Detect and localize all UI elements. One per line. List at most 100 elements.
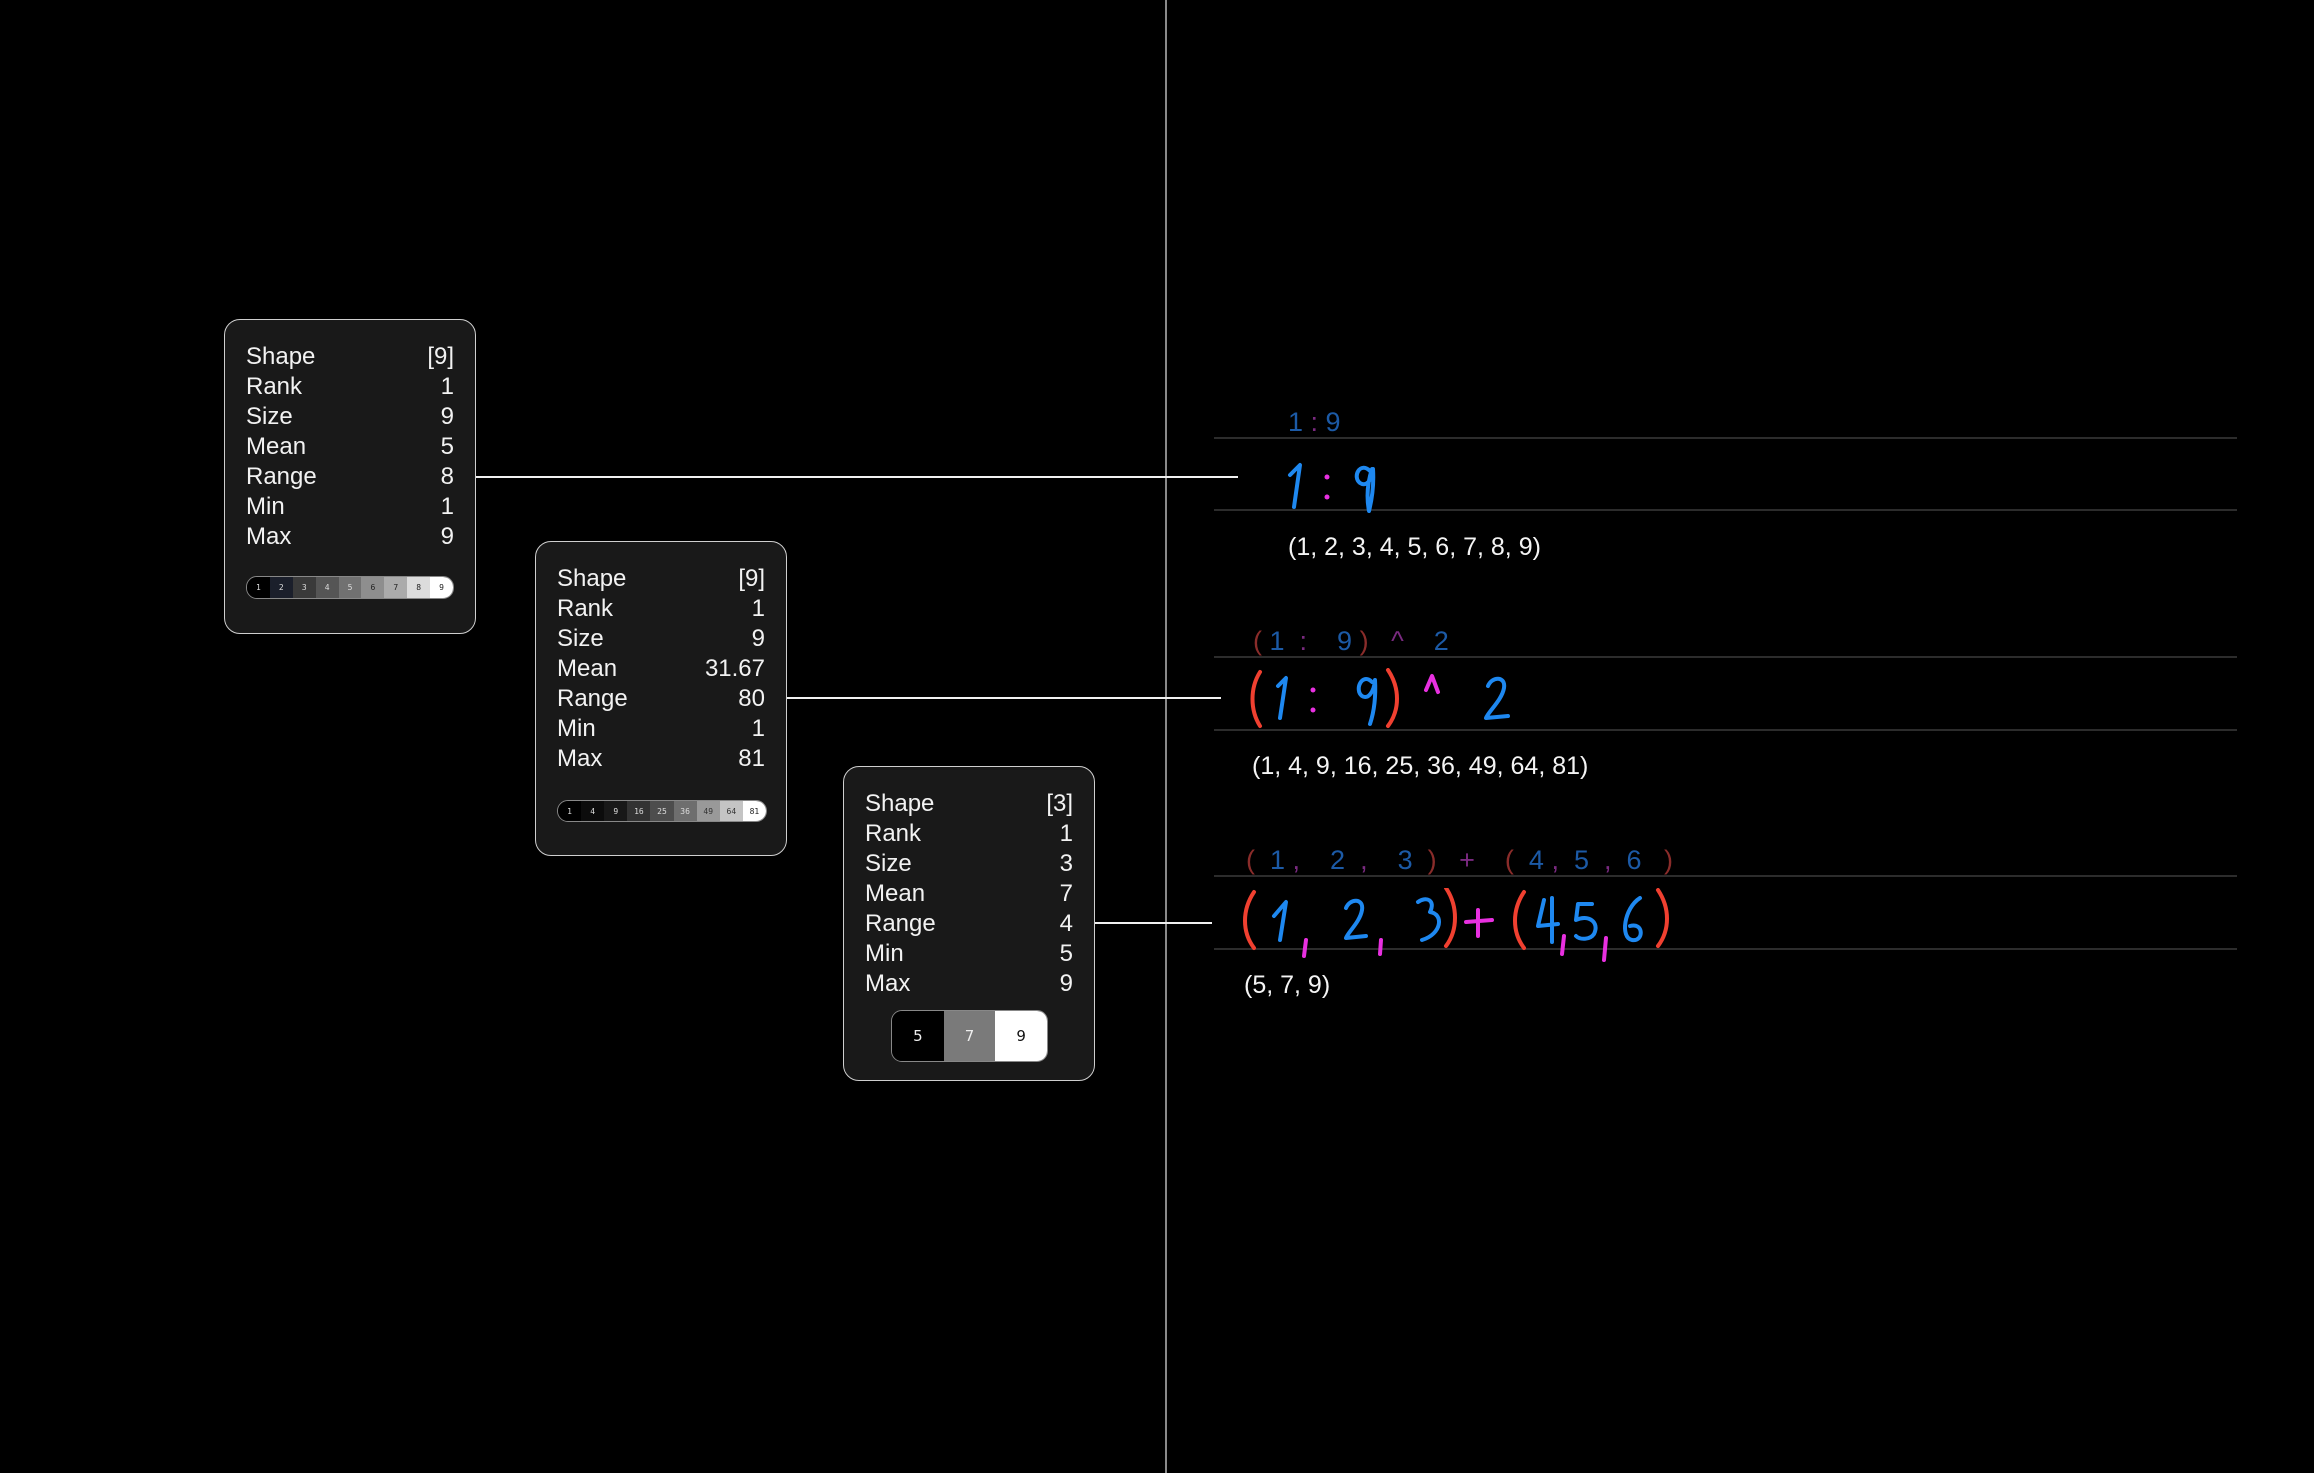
stat-value: 8 xyxy=(440,463,454,490)
stat-value: 81 xyxy=(738,745,765,772)
stat-label: Rank xyxy=(865,820,922,847)
heatmap-cell: 2 xyxy=(269,577,293,598)
ink-guide-bottom xyxy=(1214,729,2237,731)
expression-token: , xyxy=(1543,845,1567,875)
expression-token: ) xyxy=(1352,626,1369,656)
heatmap-cell: 8 xyxy=(407,577,431,598)
expression-token: ( xyxy=(1246,845,1270,875)
heatmap-cell: 7 xyxy=(943,1011,996,1061)
expression-token: + xyxy=(1436,845,1498,875)
expression-token: , xyxy=(1588,845,1619,875)
stat-label: Rank xyxy=(557,595,614,622)
stat-value: 9 xyxy=(751,625,765,652)
stat-row-shape: Shape[3] xyxy=(865,789,1073,819)
expression-token: 2 xyxy=(1418,626,1449,656)
heatmap-cell: 5 xyxy=(338,577,362,598)
handwritten-expression[interactable] xyxy=(1280,455,1400,520)
handwritten-expression[interactable] xyxy=(1240,886,1780,973)
stat-label: Max xyxy=(557,745,603,772)
expression-token: 2 xyxy=(1315,845,1346,875)
stat-label: Range xyxy=(865,910,936,937)
handwritten-expression[interactable] xyxy=(1248,668,1528,735)
connector-line xyxy=(476,476,1238,478)
stat-label: Range xyxy=(557,685,628,712)
expression-token: 4 xyxy=(1528,845,1544,875)
heatmap-cell: 9 xyxy=(430,577,453,598)
stat-label: Shape xyxy=(557,565,627,592)
heatmap-cell: 3 xyxy=(292,577,316,598)
heatmap-cell: 6 xyxy=(361,577,385,598)
expression-token: 1 xyxy=(1288,407,1304,437)
connector-line xyxy=(787,697,1221,699)
ink-strokes xyxy=(1243,886,1669,962)
stat-label: Min xyxy=(246,493,285,520)
stat-value: 9 xyxy=(1059,970,1073,997)
ink-guide-top xyxy=(1214,437,2237,439)
expression-token: ) xyxy=(1412,845,1437,875)
stat-value: 80 xyxy=(738,685,765,712)
expression-token: , xyxy=(1345,845,1383,875)
stat-label: Size xyxy=(246,403,293,430)
stat-value: 1 xyxy=(751,595,765,622)
heatmap-cell: 36 xyxy=(673,801,697,821)
stat-value: 3 xyxy=(1059,850,1073,877)
stat-label: Min xyxy=(557,715,596,742)
stat-label: Mean xyxy=(557,655,618,682)
stat-label: Size xyxy=(557,625,604,652)
stat-row-max: Max 9 xyxy=(865,969,1073,999)
stat-label: Size xyxy=(865,850,912,877)
stat-value: [9] xyxy=(427,343,454,370)
heatmap-cell: 7 xyxy=(384,577,408,598)
stat-label: Mean xyxy=(246,433,307,460)
stat-value: 1 xyxy=(751,715,765,742)
stat-row-min: Min 1 xyxy=(557,714,765,744)
stat-label: Shape xyxy=(865,790,935,817)
canvas-divider xyxy=(1165,0,1167,1473)
ink-guide-bottom xyxy=(1214,948,2237,950)
recognized-expression: 1 : 9 xyxy=(1288,407,1341,438)
heatmap-cell: 4 xyxy=(315,577,339,598)
connector-line xyxy=(1095,922,1212,924)
heatmap-cell: 9 xyxy=(604,801,628,821)
expression-token: 1 xyxy=(1270,845,1286,875)
stat-row-rank: Rank 1 xyxy=(246,372,454,402)
stat-row-size: Size 3 xyxy=(865,849,1073,879)
stat-row-range: Range 80 xyxy=(557,684,765,714)
ink-guide-bottom xyxy=(1214,509,2237,511)
stat-row-range: Range 8 xyxy=(246,462,454,492)
stat-row-shape: Shape [9] xyxy=(557,564,765,594)
stat-label: Rank xyxy=(246,373,303,400)
stat-value: 1 xyxy=(440,493,454,520)
stat-label: Mean xyxy=(865,880,926,907)
stat-label: Range xyxy=(246,463,317,490)
ink-guide-top xyxy=(1214,656,2237,658)
stat-value: [9] xyxy=(738,565,765,592)
heatmap-cell: 9 xyxy=(995,1011,1047,1061)
recognized-expression: ( 1 , 2 , 3 ) + ( 4 , 5 , 6 ) xyxy=(1246,845,1673,876)
heatmap-cell: 16 xyxy=(627,801,651,821)
stat-row-min: Min 1 xyxy=(246,492,454,522)
expression-token: : xyxy=(1284,626,1323,656)
expression-token: 1 xyxy=(1269,626,1285,656)
evaluation-result: (5, 7, 9) xyxy=(1244,971,1331,999)
stat-label: Max xyxy=(865,970,911,997)
heatmap-cell: 49 xyxy=(696,801,720,821)
ink-strokes xyxy=(1288,463,1376,513)
stat-row-max: Max 81 xyxy=(557,744,765,774)
stat-label: Shape xyxy=(246,343,316,370)
stat-value: 9 xyxy=(440,523,454,550)
stat-label: Min xyxy=(865,940,904,967)
stat-row-rank: Rank 1 xyxy=(557,594,765,624)
stat-value: 1 xyxy=(440,373,454,400)
